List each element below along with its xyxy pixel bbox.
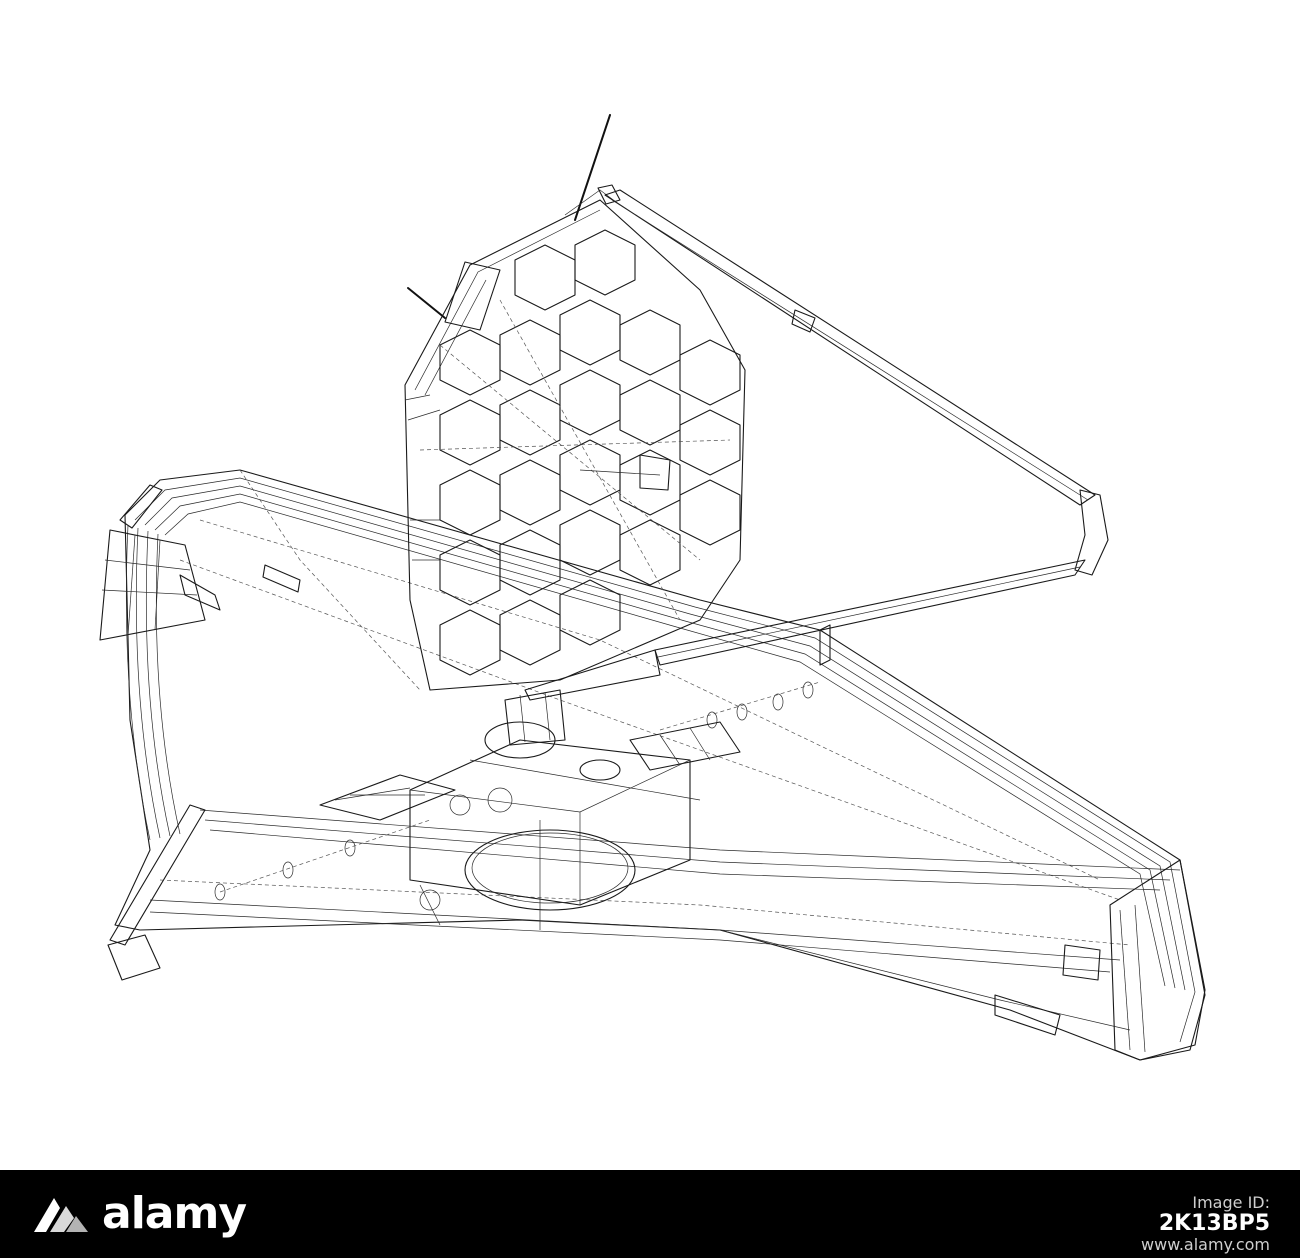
primary-mirror <box>404 199 746 691</box>
site-url: www.alamy.com <box>1141 1234 1270 1254</box>
deployable-tower <box>504 689 566 746</box>
telescope-wireframe-svg <box>99 114 1206 1061</box>
secondary-mirror-boom <box>524 189 1109 701</box>
alamy-wordmark: alamy <box>102 1188 247 1239</box>
antennas <box>407 114 621 331</box>
spacecraft-bus <box>319 721 741 930</box>
alamy-logo: alamy <box>26 1184 247 1244</box>
image-id-block: Image ID: 2K13BP5 www.alamy.com <box>1141 1194 1270 1253</box>
image-id: 2K13BP5 <box>1158 1210 1270 1236</box>
solar-panel-left <box>99 529 301 641</box>
watermark-bar: alamy Image ID: 2K13BP5 www.alamy.com <box>0 1170 1300 1258</box>
sunshield-layers <box>107 469 1206 1061</box>
telescope-wireframe-illustration <box>99 114 1206 1061</box>
image-id-label: Image ID: <box>1192 1193 1270 1212</box>
alamy-logo-icon <box>34 1198 88 1232</box>
